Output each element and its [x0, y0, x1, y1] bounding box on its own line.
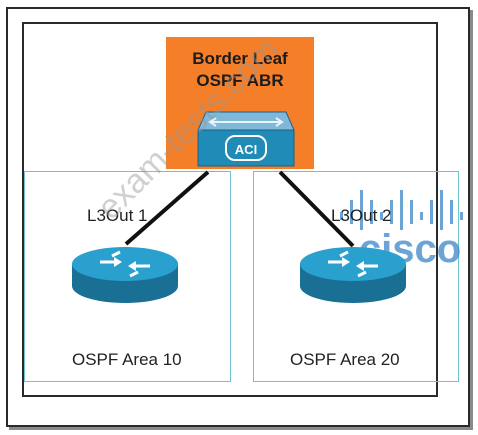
l3out-1-label: L3Out 1 — [87, 206, 148, 225]
l3out-2-label: L3Out 2 — [331, 206, 392, 225]
router-icon-area-20 — [300, 247, 406, 303]
aci-switch-icon: ACI — [197, 111, 295, 167]
border-leaf-title: Border Leaf — [192, 49, 288, 68]
ospf-area-10-label: OSPF Area 10 — [72, 350, 182, 369]
link-l3out-1 — [124, 170, 210, 246]
aci-label: ACI — [235, 142, 257, 157]
ospf-area-20-box — [253, 171, 459, 382]
border-leaf-subtitle: OSPF ABR — [196, 71, 284, 90]
router-icon-area-10 — [72, 247, 178, 303]
link-l3out-2 — [278, 170, 355, 248]
ospf-area-20-label: OSPF Area 20 — [290, 350, 400, 369]
ospf-area-10-box — [24, 171, 231, 382]
